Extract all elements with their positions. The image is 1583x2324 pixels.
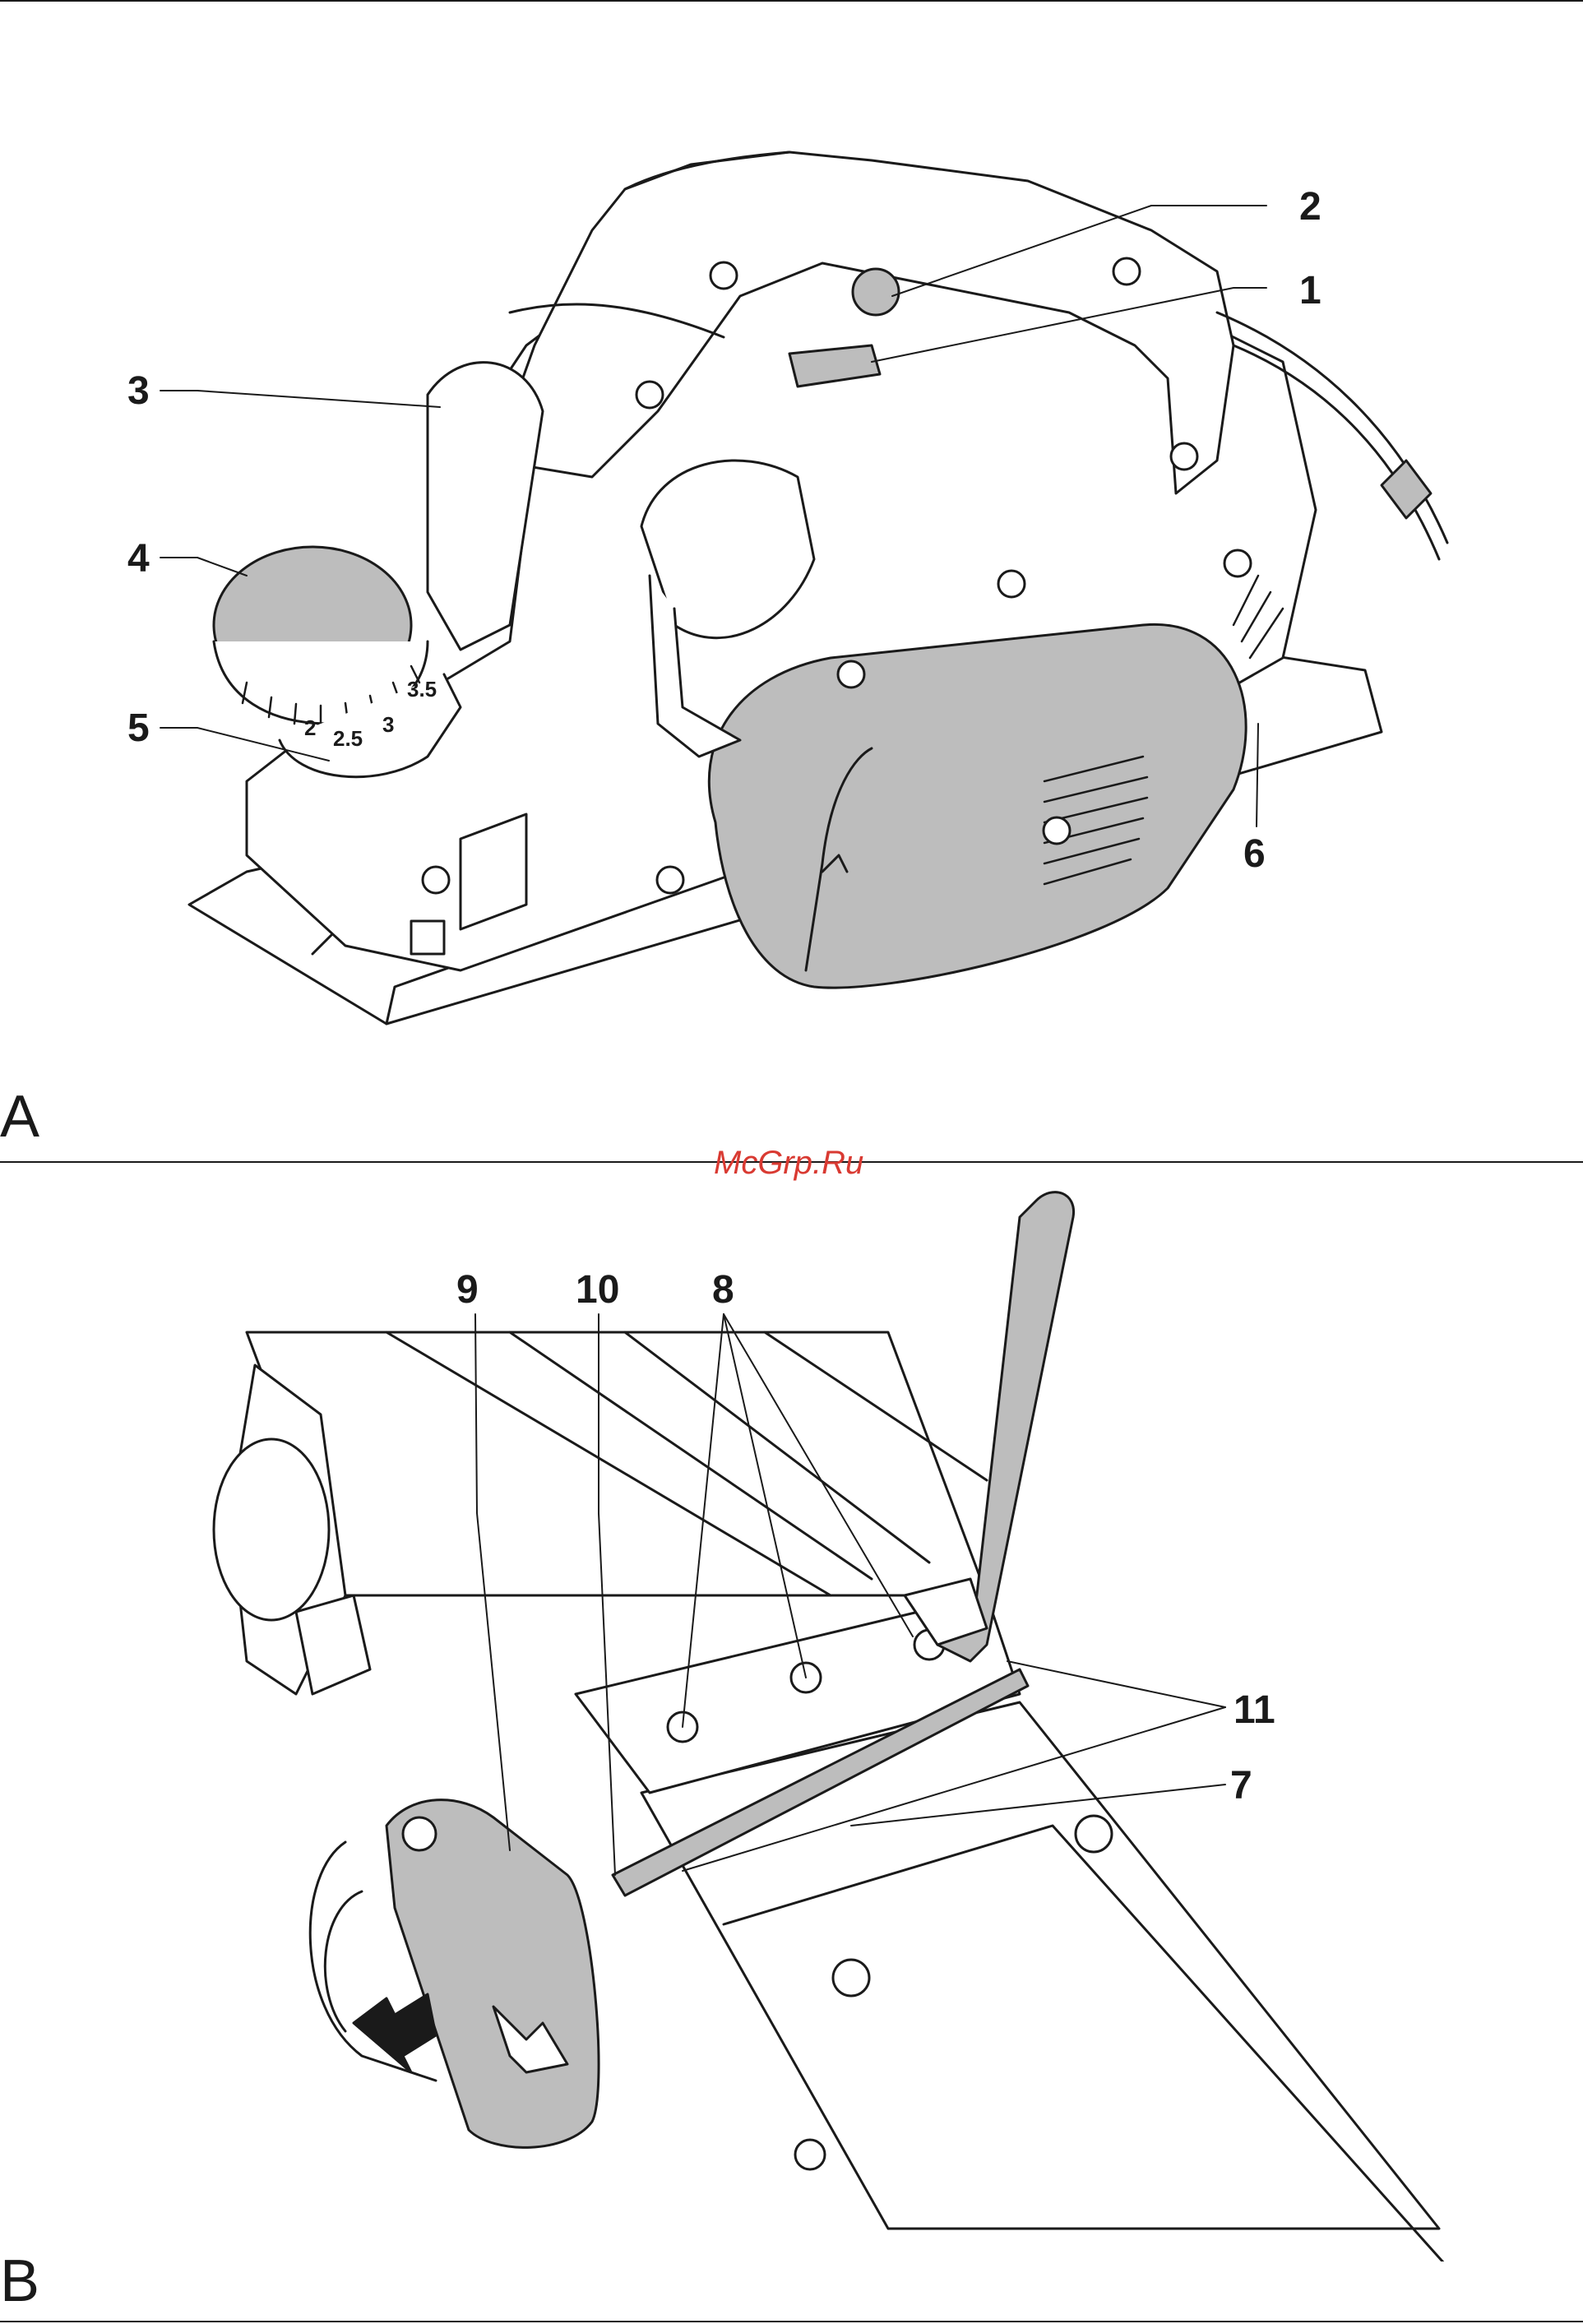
callout-4: 4	[127, 539, 150, 579]
panel-label-b: B	[0, 2252, 39, 2311]
callout-1: 1	[1299, 271, 1321, 311]
direction-arrow	[354, 1994, 436, 2072]
dial-scale-mark-3: 3	[382, 714, 394, 735]
leader-4	[160, 558, 247, 576]
callout-11: 11	[1234, 1691, 1275, 1730]
callout-7: 7	[1230, 1766, 1252, 1806]
callout-9: 9	[456, 1271, 479, 1310]
leader-11b	[1007, 1661, 1225, 1707]
dial-scale-mark-3-5: 3.5	[407, 678, 437, 700]
callout-6: 6	[1243, 835, 1266, 874]
leader-3	[160, 391, 440, 407]
bottom-rule	[0, 2321, 1583, 2322]
figure-b-blade-change-illustration	[0, 1168, 1583, 2262]
dial-scale-mark-2: 2	[304, 717, 316, 738]
callout-10: 10	[576, 1271, 619, 1310]
figure-a-planer-illustration	[0, 0, 1583, 1151]
callout-2: 2	[1299, 187, 1321, 227]
belt-cover	[709, 624, 1246, 988]
lock-button	[853, 269, 899, 315]
callout-8: 8	[712, 1271, 734, 1310]
panel-label-a: A	[0, 1087, 39, 1146]
blade-release-lever	[386, 1800, 599, 2148]
dial-scale-mark-2-5: 2.5	[333, 728, 363, 749]
callout-5: 5	[127, 709, 150, 748]
sole-plate	[641, 1702, 1439, 2229]
callout-3: 3	[127, 372, 150, 411]
